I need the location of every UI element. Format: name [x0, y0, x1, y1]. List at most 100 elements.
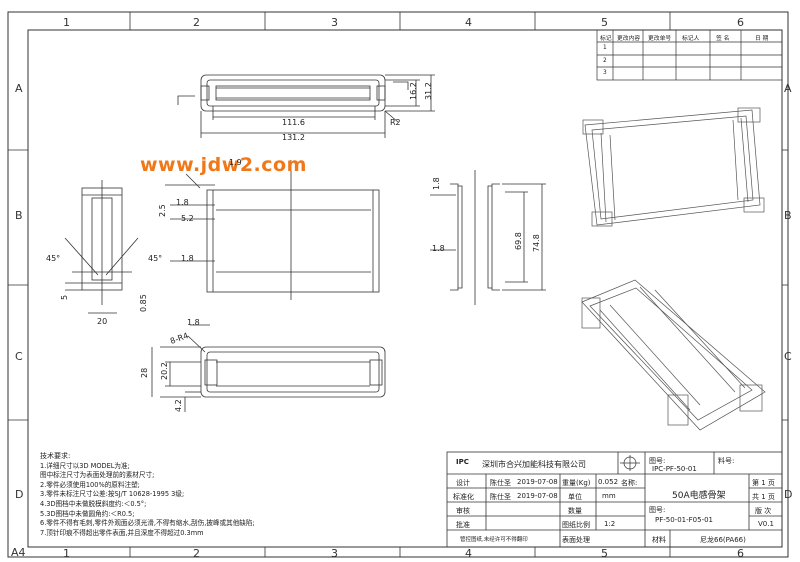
dim-section-2: 1.8 [432, 244, 445, 253]
sheet-index: 第 1 页 [752, 479, 775, 487]
zone-col-4-bottom: 4 [465, 547, 472, 560]
dim-section-height-outer: 74.8 [532, 234, 541, 252]
zone-row-a: A [15, 82, 23, 95]
rev-header-mark: 标记 [600, 36, 612, 42]
zone-row-c: C [15, 350, 23, 363]
zone-col-6: 6 [737, 16, 744, 29]
sheet-total: 共 1 页 [752, 493, 775, 501]
dim-top-outer-width: 31.2 [424, 82, 433, 100]
watermark: www.jdw2.com [140, 154, 307, 176]
dim-bottom-h2: 20.2 [160, 362, 169, 380]
rev-header-order: 更改单号 [648, 36, 672, 42]
standard-label: 标准化 [453, 493, 474, 501]
dim-detail-2: 0.85 [139, 294, 148, 312]
dim-bottom-h1: 28 [140, 367, 149, 378]
designer: 陈仕圣 [490, 479, 511, 487]
part-no-label: 料号: [718, 457, 735, 465]
rev-header-marker: 标记人 [682, 36, 700, 42]
title-block-symbol [620, 455, 640, 471]
dim-front-3: 2.5 [158, 204, 167, 217]
zone-row-b-right: B [784, 209, 792, 222]
notes-line-1: 1.详细尺寸以3D MODEL为准; [40, 461, 130, 470]
company-logo: IPC [456, 458, 469, 466]
zone-col-3-bottom: 3 [331, 547, 338, 560]
company-name: 深圳市合兴加能科技有限公司 [482, 460, 586, 469]
drawing-no: PF-50-01-F05-01 [655, 516, 714, 524]
approve-label: 批准 [456, 521, 470, 529]
name-label: 名称: [621, 479, 638, 487]
rev-header-date: 日 期 [755, 36, 769, 42]
sheet-size: A4 [11, 546, 26, 559]
dim-top-outer-length: 131.2 [282, 133, 305, 142]
zone-col-5: 5 [601, 16, 608, 29]
design-date: 2019-07-08 [517, 478, 558, 486]
dim-section-1: 1.8 [432, 177, 441, 190]
zone-col-5-bottom: 5 [601, 547, 608, 560]
zone-col-3: 3 [331, 16, 338, 29]
notes-line-2: 图中标注尺寸为表面处理前的素材尺寸; [40, 471, 155, 480]
detail-view [64, 180, 139, 314]
zone-col-1-bottom: 1 [63, 547, 70, 560]
zone-col-6-bottom: 6 [737, 547, 744, 560]
review-label: 审核 [456, 507, 470, 515]
zone-row-d: D [15, 488, 24, 501]
design-label: 设计 [456, 479, 470, 487]
rev-row-1: 1 [603, 45, 607, 51]
part-code-label: 图号: [649, 457, 666, 465]
dim-detail-width: 20 [97, 317, 108, 326]
drawing-no-label: 图号: [649, 506, 666, 514]
dim-front-2: 1.8 [176, 198, 189, 207]
notes-line-6: 5.3D图档中未做圆角约:＜R0.5; [40, 509, 135, 518]
weight-value: 0.052 [598, 478, 619, 486]
version: V0.1 [758, 520, 774, 528]
zone-row-a-right: A [784, 82, 792, 95]
standard-date: 2019-07-08 [517, 492, 558, 500]
dim-front-4: 5.2 [181, 214, 194, 223]
front-view [165, 160, 380, 300]
version-label: 版 次 [755, 507, 772, 515]
dim-front-1: 1.9 [229, 158, 242, 167]
zone-row-b: B [15, 209, 23, 222]
iso-view-bottom [581, 279, 766, 431]
rev-header-content: 更改内容 [617, 36, 641, 42]
material-label: 材料 [652, 536, 666, 544]
title-block-grid [446, 451, 783, 548]
footer-note: 管控图纸,未经许可不得翻印 [460, 537, 528, 543]
standard-person: 陈仕圣 [490, 493, 511, 501]
dim-top-inner-length: 111.6 [282, 118, 305, 127]
quantity-label: 数量 [568, 507, 582, 515]
dim-top-inner-width: 16.2 [409, 82, 418, 100]
bottom-view [151, 324, 386, 412]
dim-front-5: 1.8 [181, 254, 194, 263]
zone-row-d-right: D [784, 488, 793, 501]
notes-title: 技术要求: [40, 452, 71, 460]
rev-row-3: 3 [603, 70, 607, 76]
dim-detail-angle-right: 45° [148, 254, 163, 263]
top-view [177, 74, 435, 138]
dim-bottom-1: 1.8 [187, 318, 200, 327]
dim-section-height-inner: 69.8 [514, 232, 523, 250]
rev-header-sign: 签 名 [716, 36, 730, 42]
surface-label: 表面处理 [562, 536, 590, 544]
part-name: 50A电感骨架 [672, 491, 726, 501]
dim-top-corner: R2 [390, 118, 401, 127]
notes-line-3: 2.零件必须使用100%的原料注塑; [40, 480, 140, 489]
notes-line-7: 6.零件不得有毛刺,零件外观面必须光滑,不得有缩水,刮伤,披峰或其他缺陷; [40, 519, 255, 528]
material: 尼龙66(PA66) [700, 536, 746, 544]
zone-col-1: 1 [63, 16, 70, 29]
part-code: IPC-PF-50-01 [652, 465, 697, 473]
technical-notes: 技术要求: 1.详细尺寸以3D MODEL为准; 图中标注尺寸为表面处理前的素材… [40, 452, 255, 538]
zone-col-4: 4 [465, 16, 472, 29]
section-view [430, 170, 546, 305]
notes-line-5: 4.3D图档中未做脱模斜度约:＜0.5°; [40, 499, 147, 508]
notes-line-8: 7.顶针印痕不得超出零件表面,并且深度不得超过0.3mm [40, 528, 204, 537]
zone-col-2-bottom: 2 [193, 547, 200, 560]
weight-label: 重量(Kg) [562, 479, 591, 487]
scale-value: 1:2 [604, 520, 616, 528]
rev-row-2: 2 [603, 58, 607, 64]
notes-line-4: 3.零件未标注尺寸公差:按SJ/T 10628-1995 3级; [40, 490, 185, 499]
iso-view-top [582, 107, 765, 227]
zone-col-2: 2 [193, 16, 200, 29]
revision-table-grid [596, 29, 783, 81]
